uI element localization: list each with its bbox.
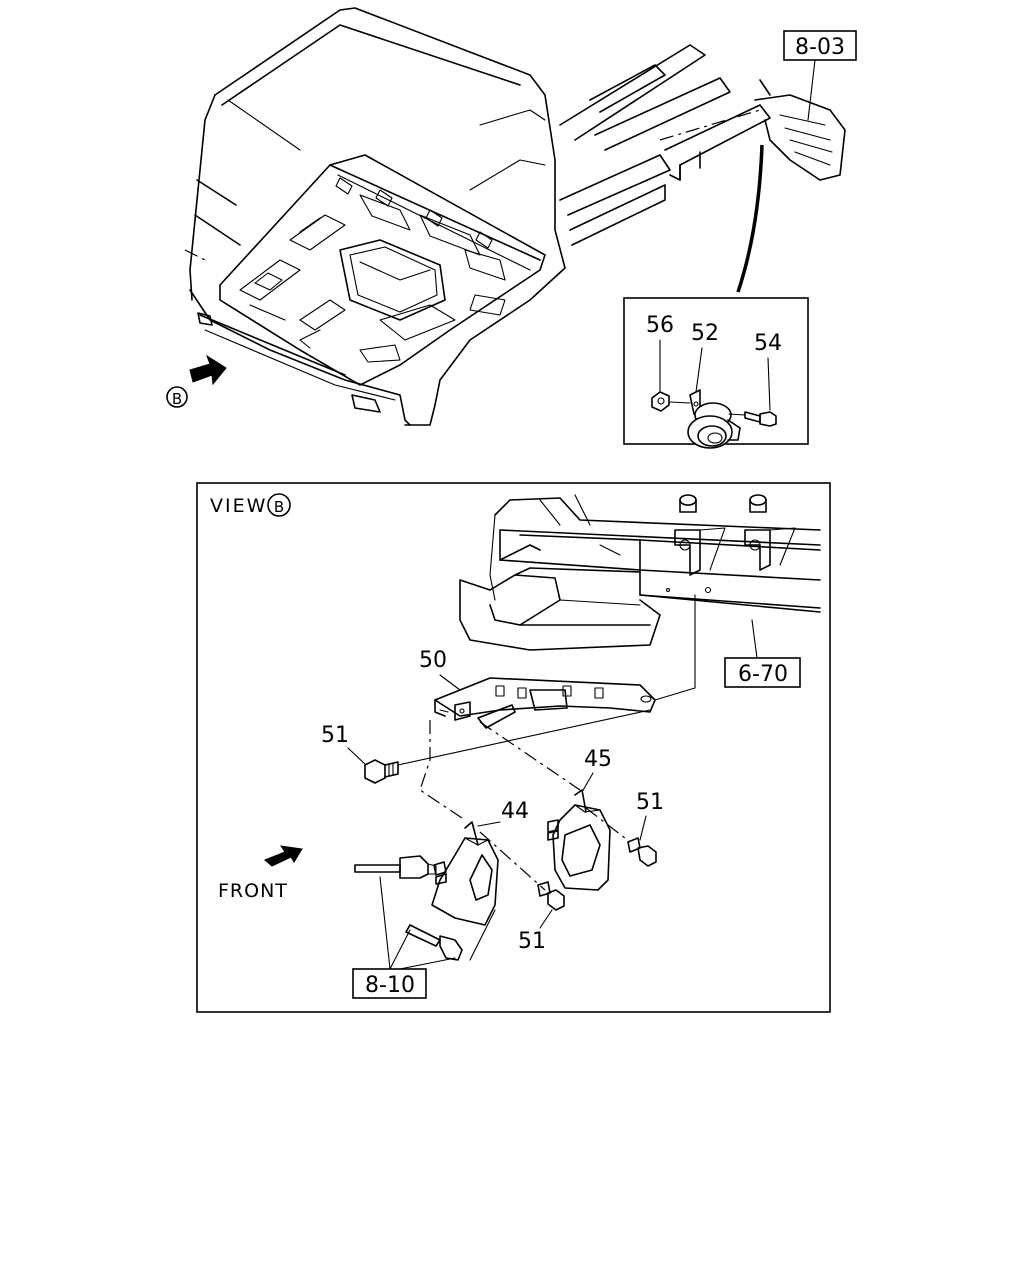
floor-panel xyxy=(219,154,546,386)
view-title: VIEW xyxy=(210,495,267,517)
inset-leader-line xyxy=(736,144,764,293)
truck-cab-illustration xyxy=(184,7,846,426)
part-number-50: 50 xyxy=(419,648,447,673)
ref-8-03: 8-03 xyxy=(783,30,857,121)
cab-shell xyxy=(184,7,566,426)
horn-44 xyxy=(431,821,499,926)
arrow-marker-label: B xyxy=(172,390,182,408)
ref-6-70-box xyxy=(724,657,801,688)
part-number-56: 56 xyxy=(646,313,674,338)
harness-connector-upper xyxy=(354,855,437,879)
bracket-clips xyxy=(495,685,604,699)
ref-6-70: 6-70 xyxy=(724,619,801,688)
view-arrow-icon xyxy=(189,354,227,386)
front-indicator: FRONT xyxy=(218,845,303,902)
ref-8-10: 8-10 xyxy=(352,876,456,999)
frame-bushing-right xyxy=(749,494,767,513)
view-title-marker-circle xyxy=(267,493,291,517)
bolt-51-right xyxy=(627,837,657,867)
bolt-51-left xyxy=(364,759,399,784)
front-arrow-icon xyxy=(264,845,303,867)
part-number-54: 54 xyxy=(754,331,782,356)
view-title-marker: B xyxy=(274,498,284,516)
ref-8-03-label: 8-03 xyxy=(795,35,845,60)
part-number-51-bottom: 51 xyxy=(518,929,546,954)
bolt-51-bottom xyxy=(537,881,565,911)
frame-assembly xyxy=(459,494,821,651)
horn-bracket xyxy=(434,677,656,729)
frame-bushing-left xyxy=(679,494,697,513)
horn-45 xyxy=(547,789,611,891)
front-label: FRONT xyxy=(218,880,288,902)
part-number-51-right: 51 xyxy=(636,790,664,815)
view-b-panel: VIEW B xyxy=(196,482,831,1013)
view-b-frame xyxy=(196,482,831,1013)
ref-8-10-label: 8-10 xyxy=(365,973,415,998)
inset-horn xyxy=(687,402,741,449)
view-marker-circle xyxy=(166,386,188,408)
detail-inset: 56 52 54 xyxy=(623,297,809,449)
part-number-51-left: 51 xyxy=(321,723,349,748)
part-number-45: 45 xyxy=(584,747,612,772)
view-b-arrow: B xyxy=(166,354,227,408)
chassis-frame xyxy=(559,44,846,246)
part-number-52: 52 xyxy=(691,321,719,346)
ref-8-03-box xyxy=(783,30,857,61)
harness-connector-lower xyxy=(405,924,463,961)
bolt-part xyxy=(744,411,777,427)
part-number-44: 44 xyxy=(501,799,529,824)
ref-6-70-label: 6-70 xyxy=(738,662,788,687)
